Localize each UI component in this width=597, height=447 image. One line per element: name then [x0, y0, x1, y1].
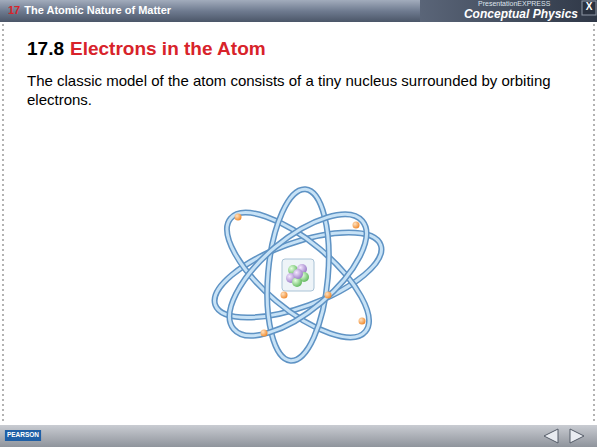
next-arrow [570, 429, 584, 443]
electron-orbits [204, 187, 391, 364]
orbit [209, 192, 388, 357]
orbit [209, 192, 388, 357]
neutron [293, 269, 303, 279]
orbit [261, 187, 336, 364]
orbit [261, 187, 336, 364]
close-button [582, 1, 596, 15]
prev-arrow [544, 429, 558, 443]
close-label: X [586, 1, 593, 13]
publisher-logo [5, 430, 41, 441]
body-text: The classic model of the atom consists o… [27, 72, 557, 110]
section-title: Electrons in the Atom [70, 38, 266, 61]
section-number: 17.8 [27, 38, 64, 61]
brand-name: Conceptual Physics [464, 7, 578, 21]
electron [281, 292, 288, 299]
dotted-edge [2, 24, 4, 424]
dotted-edge [593, 24, 595, 424]
nucleus-frame [282, 259, 314, 291]
electron [325, 292, 332, 299]
electrons [235, 214, 366, 337]
electron [235, 214, 242, 221]
electron [353, 222, 360, 229]
header-bar [0, 0, 597, 22]
logo-panel [420, 0, 597, 22]
orbit [211, 193, 386, 356]
publisher-name: PEARSON [7, 431, 39, 439]
atom-illustration [204, 187, 391, 364]
chapter-number: 17 [8, 4, 20, 17]
electron [359, 318, 366, 325]
footer-bar [0, 425, 597, 447]
nucleus [286, 264, 309, 287]
electron [261, 330, 268, 337]
chapter-title: The Atomic Nature of Matter [24, 4, 171, 17]
orbit [211, 193, 386, 356]
